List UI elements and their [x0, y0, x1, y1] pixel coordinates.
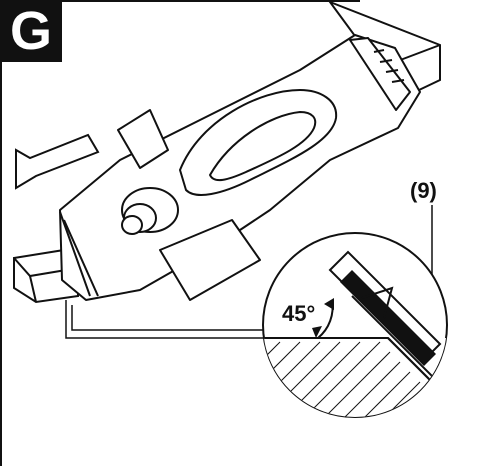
- power-planer-icon: [59, 34, 421, 301]
- figure-label-badge: G: [0, 0, 62, 62]
- bevel-angle-label: 45°: [282, 301, 316, 326]
- callout-number-label: (9): [410, 178, 437, 203]
- arrow-left-icon: [15, 133, 100, 190]
